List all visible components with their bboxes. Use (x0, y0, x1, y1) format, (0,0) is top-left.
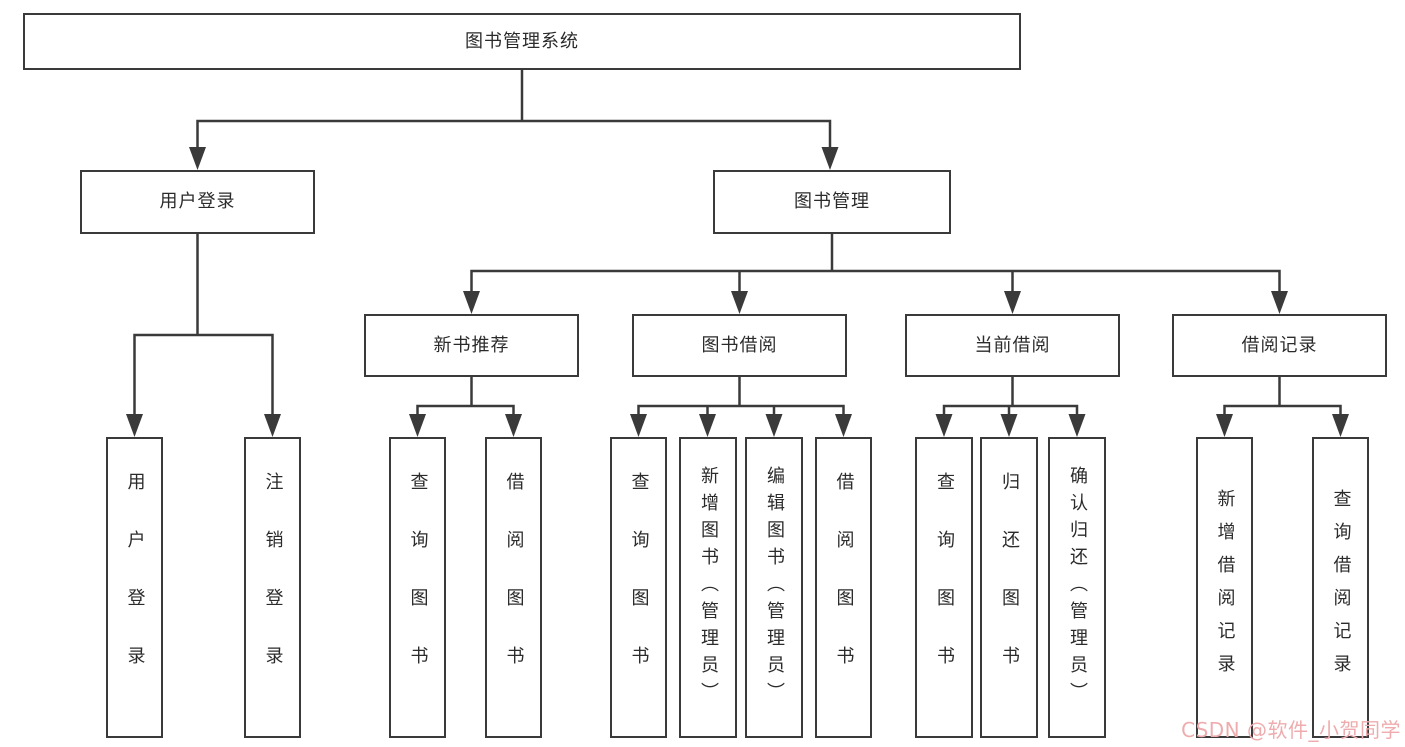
csdn-watermark: CSDN @软件_小贺同学 (1181, 718, 1401, 742)
leaf-borrow-books-recommend: 借阅图书 (485, 437, 542, 738)
leaf-logout: 注销登录 (244, 437, 301, 738)
node-root: 图书管理系统 (23, 13, 1021, 70)
leaf-user-login: 用户登录 (106, 437, 163, 738)
leaf-add-borrow-record: 新增借阅记录 (1196, 437, 1253, 738)
node-book-borrow: 图书借阅 (632, 314, 847, 377)
node-user-login: 用户登录 (80, 170, 315, 234)
node-current-borrow: 当前借阅 (905, 314, 1120, 377)
leaf-query-books-current: 查询图书 (915, 437, 973, 738)
leaf-borrow-books: 借阅图书 (815, 437, 872, 738)
leaf-return-book: 归还图书 (980, 437, 1038, 738)
node-borrow-records: 借阅记录 (1172, 314, 1387, 377)
leaf-confirm-return-admin: 确认归还（管理员） (1048, 437, 1106, 738)
leaf-query-books-borrow: 查询图书 (610, 437, 667, 738)
connector-paths (126, 70, 1349, 437)
node-new-book-recommend: 新书推荐 (364, 314, 579, 377)
leaf-add-book-admin: 新增图书（管理员） (679, 437, 737, 738)
leaf-query-books-recommend: 查询图书 (389, 437, 446, 738)
leaf-edit-book-admin: 编辑图书（管理员） (745, 437, 803, 738)
node-book-management: 图书管理 (713, 170, 951, 234)
leaf-query-borrow-record: 查询借阅记录 (1312, 437, 1369, 738)
